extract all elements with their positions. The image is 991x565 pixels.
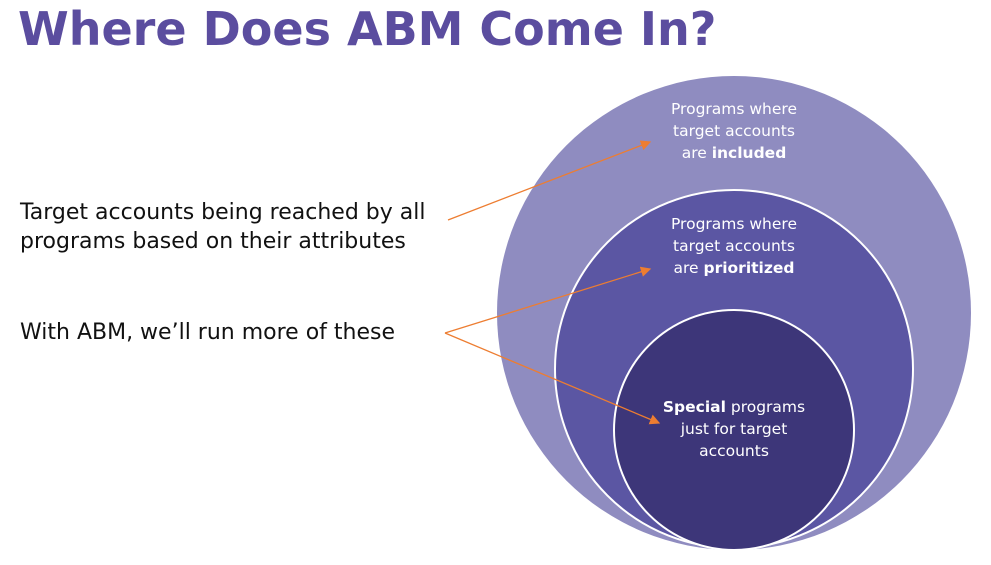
text-line: Special programs [634, 396, 834, 418]
text-line: accounts [699, 442, 769, 460]
inner-circle-text: Special programs just for target account… [634, 396, 834, 462]
middle-circle-text: Programs where target accounts are prior… [634, 213, 834, 279]
text-bold: prioritized [703, 259, 795, 277]
text-line: just for target [680, 420, 788, 438]
label-line: programs based on their attributes [20, 229, 406, 254]
label-line: Target accounts being reached by all [20, 200, 426, 225]
text-line: are prioritized [634, 257, 834, 279]
arrow-to-outer [447, 140, 652, 221]
text-bold: included [711, 144, 787, 162]
text-rest: programs [725, 398, 806, 416]
label-abm-more: With ABM, we’ll run more of these [20, 320, 395, 345]
text-bold: Special [662, 398, 726, 416]
inner-circle [613, 309, 855, 551]
arrow-to-middle [444, 266, 652, 334]
text-prefix: are [681, 144, 712, 162]
text-line: target accounts [673, 122, 795, 140]
label-all-programs: Target accounts being reached by all pro… [20, 198, 425, 256]
text-line: target accounts [673, 237, 795, 255]
text-line: Programs where [670, 100, 797, 118]
text-line: Programs where [670, 215, 797, 233]
text-prefix: are [673, 259, 704, 277]
arrow-to-inner [444, 332, 661, 425]
text-line: are included [634, 142, 834, 164]
slide-title: Where Does ABM Come In? [18, 2, 717, 56]
outer-circle-text: Programs where target accounts are inclu… [634, 98, 834, 164]
